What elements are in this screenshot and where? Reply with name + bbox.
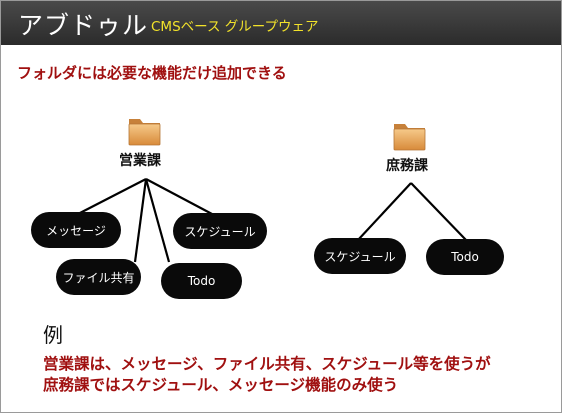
folder-icon [393, 124, 426, 151]
app-subtitle: CMSベース グループウェア [151, 19, 319, 35]
feature-pill-schedule[interactable]: スケジュール [314, 238, 406, 274]
app-title: アブドゥル [18, 11, 149, 40]
feature-pill-message[interactable]: メッセージ [31, 212, 121, 248]
example-line-1: 営業課は、メッセージ、ファイル共有、スケジュール等を使うが [43, 355, 491, 373]
feature-pill-todo[interactable]: Todo [161, 263, 242, 299]
folder-icon [128, 119, 161, 146]
example-label: 例 [43, 323, 63, 347]
connector-lines-sales [77, 178, 213, 263]
connector-lines-admin [357, 182, 467, 241]
feature-pill-schedule[interactable]: スケジュール [173, 213, 267, 249]
headline: フォルダには必要な機能だけ追加できる [17, 64, 287, 82]
feature-pill-file-share[interactable]: ファイル共有 [56, 259, 141, 295]
header-bar: アブドゥル CMSベース グループウェア [1, 1, 561, 45]
group-label-admin: 庶務課 [386, 158, 428, 174]
example-line-2: 庶務課ではスケジュール、メッセージ機能のみ使う [43, 376, 399, 394]
feature-pill-todo[interactable]: Todo [426, 239, 504, 275]
group-label-sales: 営業課 [119, 153, 161, 169]
